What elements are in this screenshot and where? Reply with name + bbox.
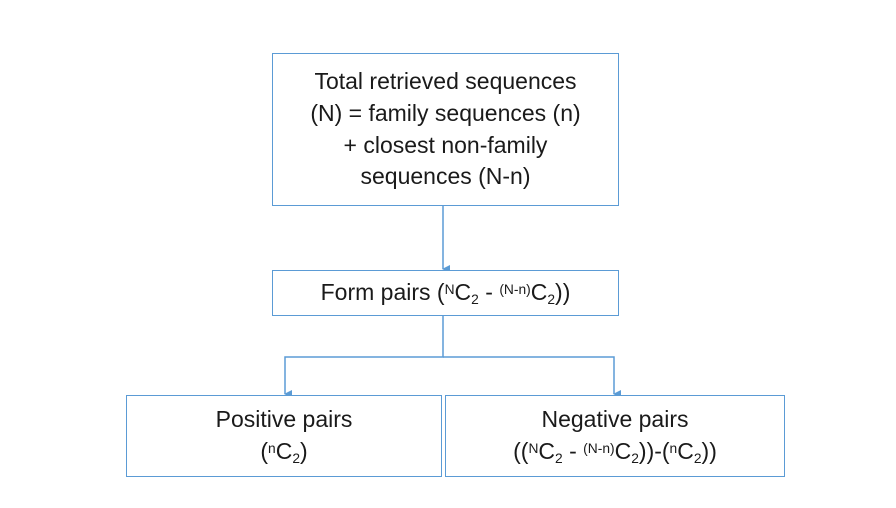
negative-title: Negative pairs [541, 406, 689, 433]
negative-formula: ((NC2 - (N-n)C2))-(nC2)) [513, 436, 717, 468]
form-sub-1: 2 [471, 292, 479, 308]
positive-close: ) [300, 438, 308, 464]
connector-form-split-right [443, 356, 621, 398]
form-prefix: Form pairs ( [320, 279, 445, 306]
negative-C2: C [614, 438, 632, 464]
form-sup-N: N [444, 281, 455, 297]
negative-sub-2: 2 [631, 451, 639, 467]
negative-open: (( [513, 438, 529, 464]
negative-sub-3: 2 [693, 451, 702, 467]
positive-sup-n: n [268, 440, 276, 456]
negative-sub-1: 2 [555, 451, 563, 467]
negative-minus: - [562, 438, 584, 464]
negative-sup-N: N [528, 440, 539, 456]
positive-formula: (nC2) [216, 436, 353, 468]
negative-pairs-box: Negative pairs ((NC2 - (N-n)C2))-(nC2)) [445, 395, 785, 477]
negative-mid: ))-( [638, 438, 670, 464]
form-sup-Nn: (N-n) [499, 281, 531, 297]
negative-sup-Nn: (N-n) [583, 440, 615, 456]
total-line-1: Total retrieved sequences [314, 68, 577, 95]
negative-C3: C [677, 438, 694, 464]
negative-close: )) [701, 438, 717, 464]
positive-C: C [275, 438, 293, 464]
form-suffix: )) [555, 279, 571, 306]
positive-title: Positive pairs [215, 406, 353, 433]
form-sub-2: 2 [547, 292, 556, 308]
form-pairs-box: Form pairs (NC2 - (N-n)C2)) [272, 270, 619, 316]
form-C2: C [530, 279, 548, 306]
form-pairs-formula: Form pairs (NC2 - (N-n)C2)) [321, 277, 571, 309]
negative-sup-n: n [669, 440, 678, 456]
connector-form-split [284, 316, 444, 398]
total-line-3: + closest non-family [343, 131, 548, 158]
negative-C1: C [538, 438, 556, 464]
positive-pairs-box: Positive pairs (nC2) [126, 395, 442, 477]
total-line-4: sequences (N-n) [360, 163, 531, 190]
total-sequences-box: Total retrieved sequences (N) = family s… [272, 53, 619, 206]
form-minus: - [478, 279, 500, 306]
form-C1: C [454, 279, 472, 306]
positive-open: ( [260, 438, 268, 464]
positive-sub: 2 [292, 451, 300, 467]
total-line-2: (N) = family sequences (n) [310, 99, 581, 126]
